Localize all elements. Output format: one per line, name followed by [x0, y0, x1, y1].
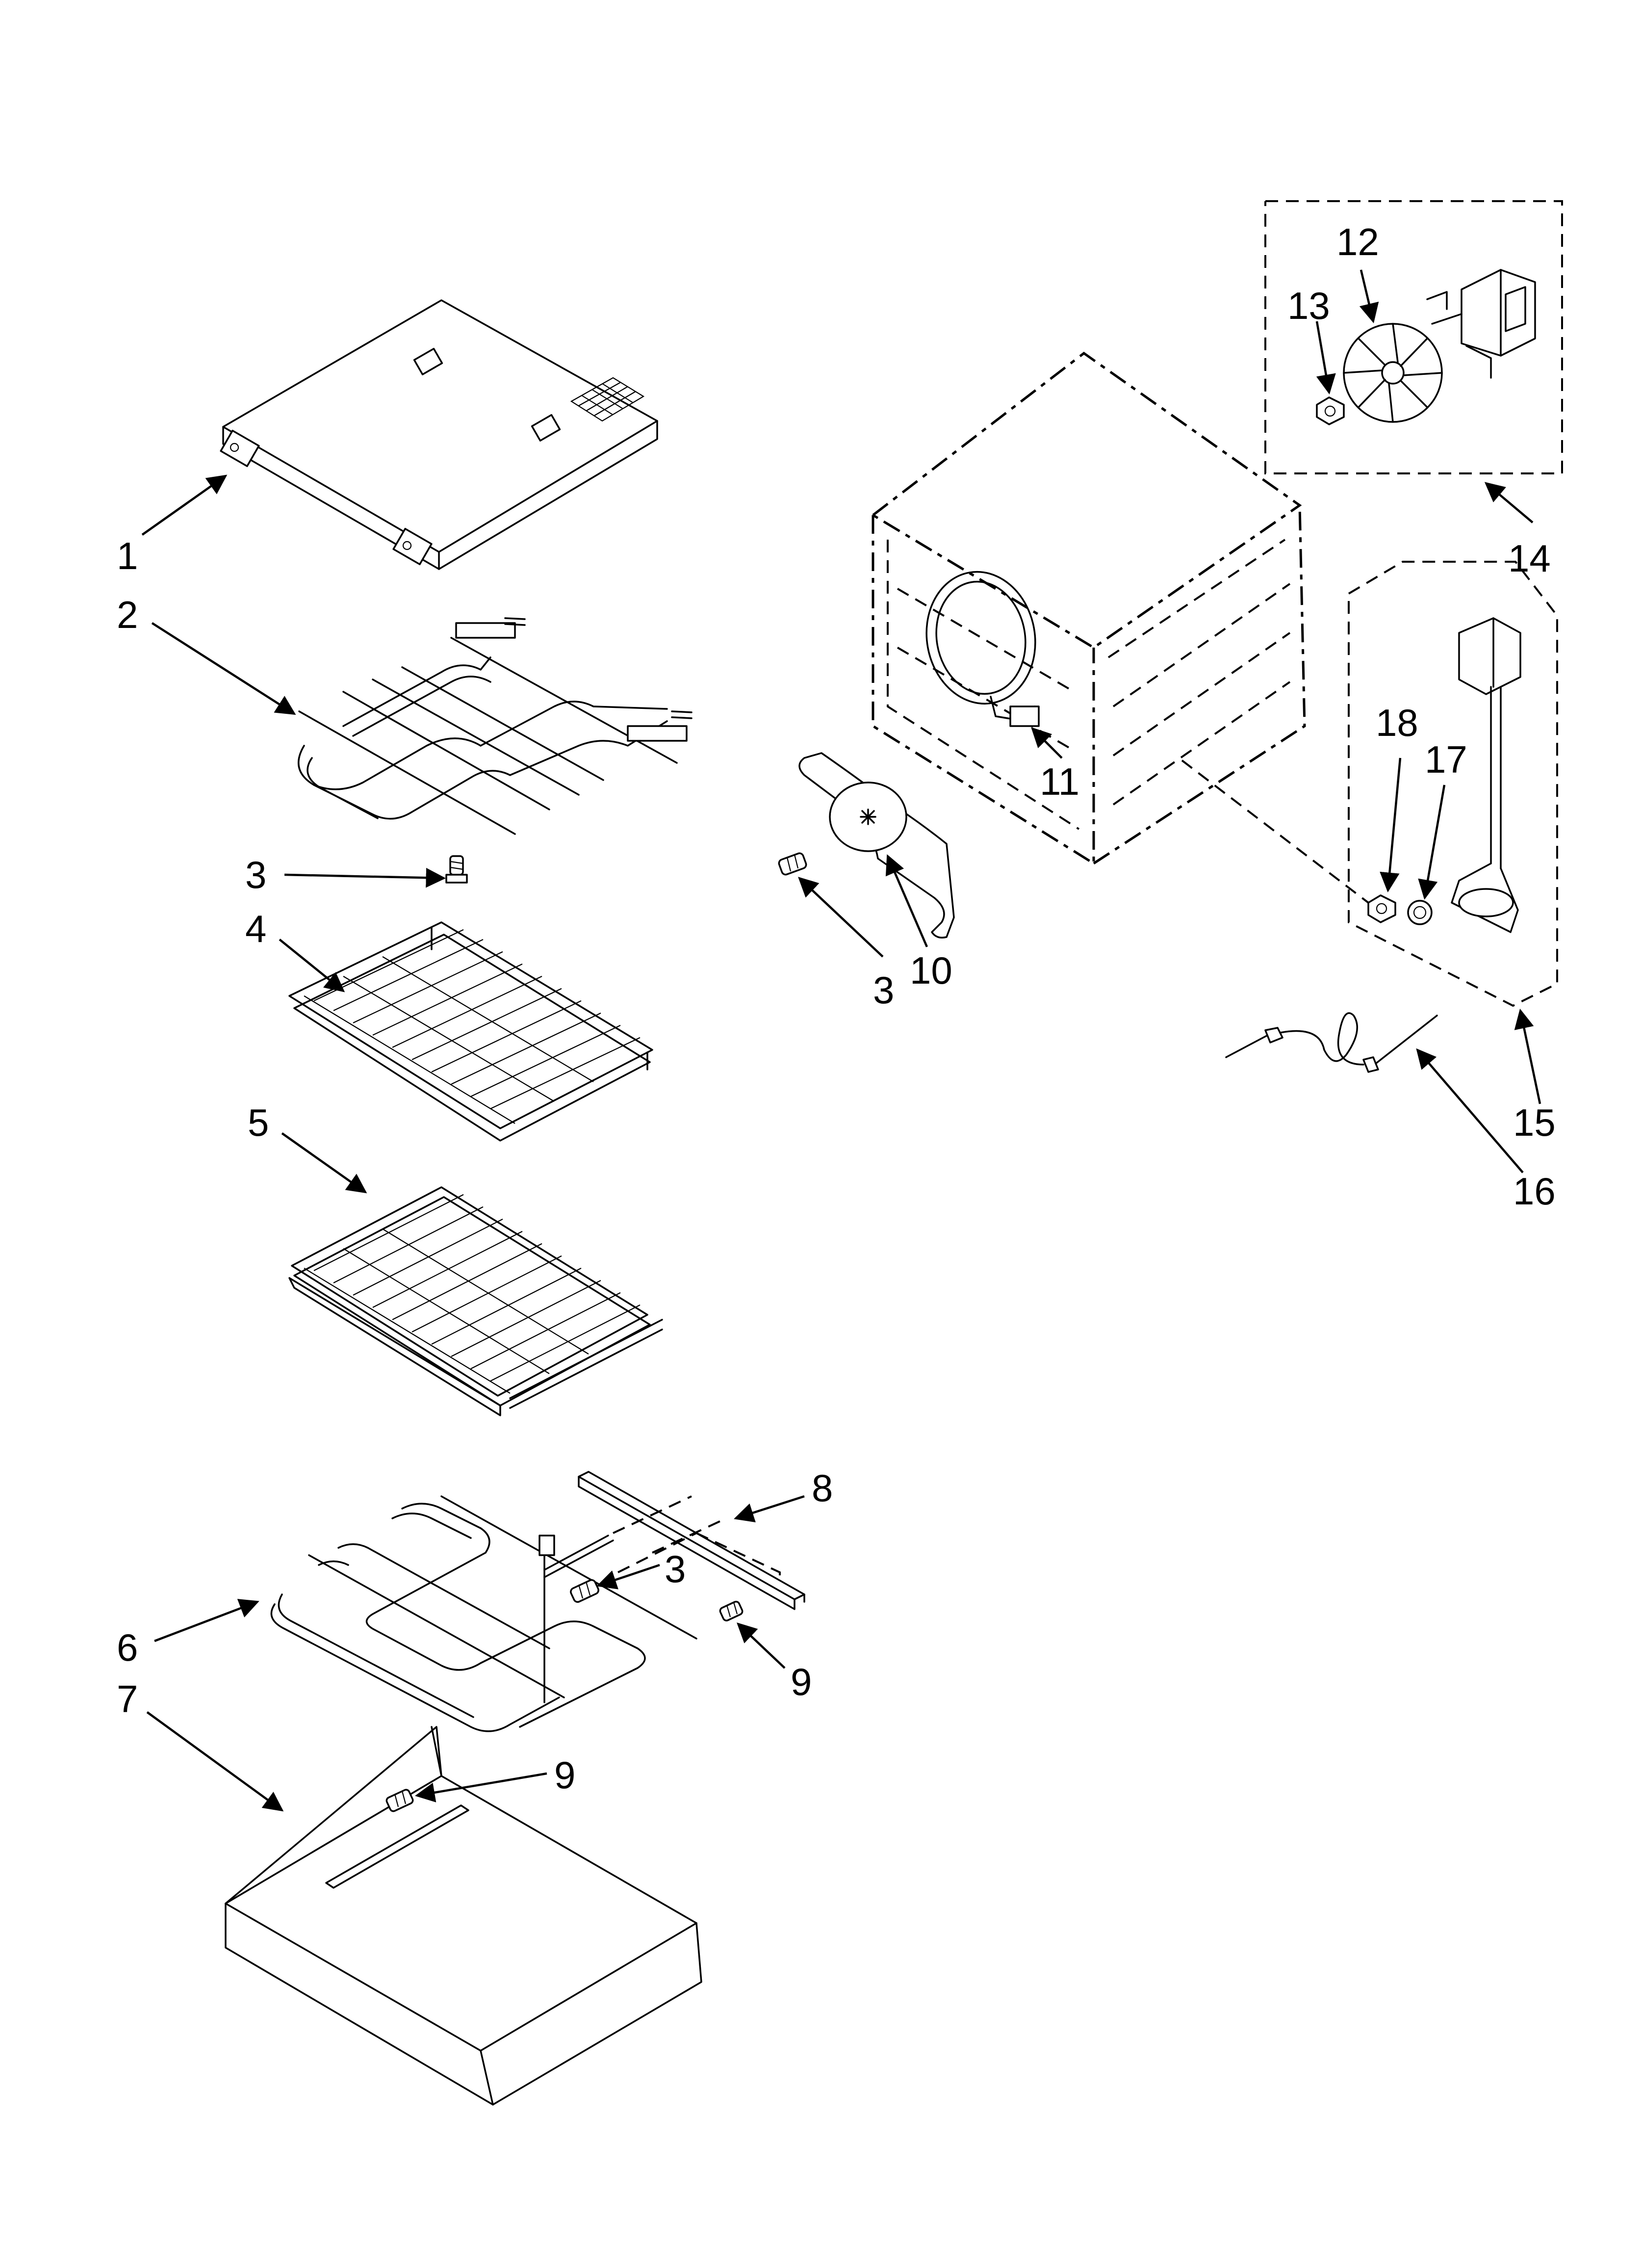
- screw: [570, 1579, 599, 1603]
- rotisserie-motor: [1451, 617, 1521, 933]
- vent-grid: [570, 377, 645, 422]
- broil-element: [298, 617, 693, 835]
- callout-12: 12: [1336, 220, 1379, 263]
- callout-2: 2: [117, 593, 138, 636]
- callout-13: 13: [1287, 284, 1330, 327]
- nut: [1316, 396, 1345, 425]
- callout-4: 4: [245, 907, 266, 950]
- lock-washer: [1407, 900, 1433, 925]
- sliding-rack: [288, 1186, 663, 1416]
- oven-rack: [288, 921, 653, 1142]
- callout-14: 14: [1508, 537, 1551, 580]
- callout-3: 3: [665, 1547, 686, 1590]
- callout-18: 18: [1376, 701, 1418, 744]
- fan-blade: [1343, 323, 1443, 423]
- callout-10: 10: [910, 949, 952, 992]
- callout-16: 16: [1513, 1170, 1556, 1213]
- callouts: 1 2 3 4 5 3 10 11 12 13 14 15 16 17 18 8…: [117, 220, 1556, 1797]
- callout-5: 5: [248, 1101, 269, 1144]
- fan-cover: [798, 752, 955, 938]
- callout-9: 9: [554, 1753, 575, 1797]
- bracket: [578, 1471, 805, 1610]
- callout-7: 7: [117, 1677, 138, 1721]
- callout-6: 6: [117, 1626, 138, 1669]
- oven-cavity: [872, 351, 1306, 866]
- meat-probe: [1225, 1012, 1438, 1073]
- callout-3: 3: [245, 853, 266, 896]
- screw-9: [719, 1600, 744, 1622]
- top-panel: [220, 299, 658, 570]
- convection-fan-assembly: [1264, 200, 1563, 474]
- callout-3: 3: [873, 968, 894, 1012]
- leaders: [141, 269, 1541, 1812]
- bake-element: [270, 1495, 697, 1732]
- screw-9: [385, 1789, 414, 1812]
- rotisserie-assembly: [1181, 561, 1558, 1007]
- callout-8: 8: [812, 1466, 833, 1510]
- callout-11: 11: [1040, 760, 1079, 803]
- hex-nut: [1367, 894, 1396, 923]
- callout-15: 15: [1513, 1101, 1556, 1144]
- callout-1: 1: [117, 534, 138, 577]
- bottom-cover: [225, 1726, 702, 2106]
- fan-motor: [1426, 269, 1536, 379]
- callout-17: 17: [1425, 738, 1467, 781]
- screw: [778, 852, 807, 876]
- convection-element: [925, 571, 1040, 727]
- callout-9: 9: [791, 1660, 812, 1703]
- screw: [445, 855, 468, 884]
